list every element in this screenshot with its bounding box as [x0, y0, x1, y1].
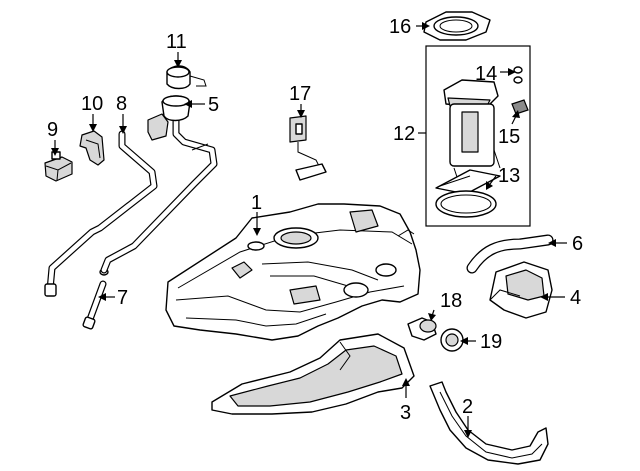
part-19-seal	[440, 328, 464, 352]
part-11-filler-neck-ring	[166, 65, 207, 90]
callout-14: 14	[475, 63, 497, 85]
part-17-fuel-level-sensor	[289, 115, 327, 181]
part-13-gasket	[435, 190, 497, 218]
callout-13: 13	[498, 165, 520, 187]
part-8-fuel-fill-tube	[44, 130, 158, 297]
callout-5: 5	[208, 94, 219, 116]
callout-6: 6	[572, 233, 583, 255]
part-9-vent-valve	[44, 151, 73, 182]
callout-labels: 1 2 3 4 5 6 7 8 9 10 11 12 13 14 15 16 1…	[47, 16, 583, 424]
part-7-vent-hose	[82, 268, 109, 330]
callout-7: 7	[117, 287, 128, 309]
part-6-vent-hose	[466, 234, 554, 274]
part-3-heat-shield	[211, 333, 415, 415]
callout-12: 12	[393, 123, 415, 145]
callout-15: 15	[498, 126, 520, 148]
part-16-lock-ring	[423, 11, 491, 41]
part-12-fuel-pump-module	[435, 79, 501, 195]
leader-lines	[51, 22, 567, 438]
part-10-bracket-clip	[79, 130, 105, 166]
part-5-filler-pipe	[100, 95, 218, 274]
callout-18: 18	[440, 290, 462, 312]
callout-3: 3	[400, 402, 411, 424]
callout-11: 11	[166, 31, 187, 53]
part-1-fuel-tank	[165, 203, 421, 341]
callout-10: 10	[81, 93, 103, 115]
part-2-tank-strap	[429, 381, 549, 465]
callout-8: 8	[116, 93, 127, 115]
callout-2: 2	[462, 396, 473, 418]
callout-4: 4	[570, 287, 581, 309]
part-12-pump-module-frame	[425, 45, 531, 227]
part-18-check-valve	[407, 317, 437, 341]
callout-1: 1	[251, 192, 262, 214]
callout-17: 17	[289, 83, 311, 105]
part-15-electrical-connector	[511, 99, 529, 115]
part-4-evap-canister	[489, 261, 553, 319]
callout-9: 9	[47, 119, 58, 141]
callout-19: 19	[480, 331, 502, 353]
part-14-o-rings	[513, 66, 523, 84]
callout-16: 16	[389, 16, 411, 38]
